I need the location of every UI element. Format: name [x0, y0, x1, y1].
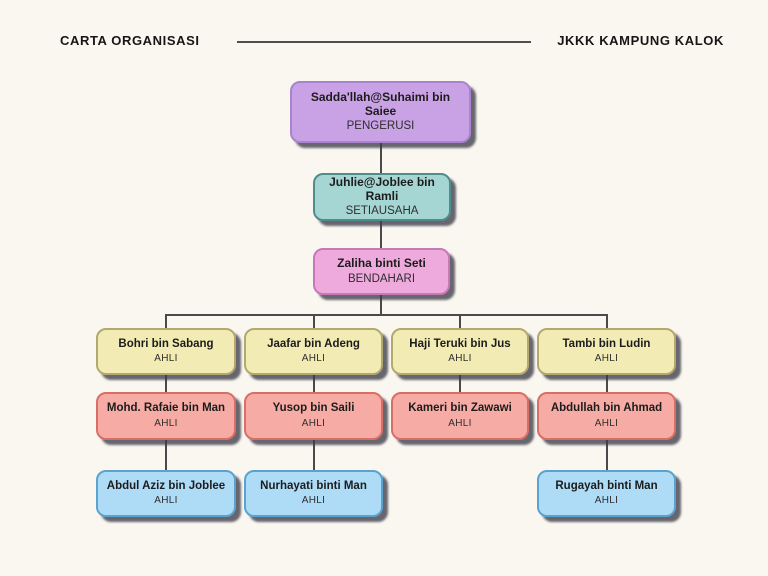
org-node-ahli-8: Abdullah bin Ahmad AHLI [537, 392, 676, 440]
node-name: Nurhayati binti Man [260, 479, 367, 492]
node-name: Kameri bin Zawawi [408, 402, 512, 415]
org-node-ahli-4: Tambi bin Ludin AHLI [537, 328, 676, 375]
node-name: Yusop bin Saili [272, 402, 355, 415]
node-name: Tambi bin Ludin [562, 337, 651, 350]
node-role: BENDAHARI [347, 272, 416, 285]
org-node-ahli-10: Nurhayati binti Man AHLI [244, 470, 383, 517]
node-name: Zaliha binti Seti [337, 256, 426, 271]
org-node-ahli-1: Bohri bin Sabang AHLI [96, 328, 236, 375]
node-role: AHLI [301, 353, 326, 365]
page-title-left: CARTA ORGANISASI [60, 33, 200, 48]
node-role: AHLI [154, 495, 178, 507]
org-node-ahli-5: Mohd. Rafaie bin Man AHLI [96, 392, 236, 440]
connector-line [313, 375, 315, 392]
node-name: Mohd. Rafaie bin Man [106, 402, 226, 415]
node-name: Jaafar bin Adeng [267, 337, 360, 350]
org-node-bendahari: Zaliha binti Seti BENDAHARI [313, 248, 450, 295]
node-name: Bohri bin Sabang [118, 337, 214, 350]
org-node-setiausaha: Juhlie@Joblee bin Ramli SETIAUSAHA [313, 173, 451, 221]
header-divider [237, 41, 531, 43]
node-role: AHLI [154, 353, 178, 365]
connector-line [606, 375, 608, 392]
connector-line [380, 221, 382, 248]
node-role: SETIAUSAHA [345, 205, 419, 218]
node-role: AHLI [594, 417, 619, 429]
node-name: Rugayah binti Man [555, 479, 658, 492]
connector-line [459, 375, 461, 392]
node-role: AHLI [448, 417, 472, 429]
org-node-ahli-3: Haji Teruki bin Jus AHLI [391, 328, 529, 375]
connector-line [165, 314, 167, 328]
node-name: Haji Teruki bin Jus [409, 337, 511, 350]
connector-line [459, 314, 461, 328]
node-role: AHLI [301, 417, 326, 429]
connector-line [165, 375, 167, 392]
node-name: Abdullah bin Ahmad [550, 402, 663, 415]
org-node-ahli-7: Kameri bin Zawawi AHLI [391, 392, 529, 440]
node-name: Sadda'llah@Suhaimi bin Saiee [310, 89, 451, 119]
node-role: AHLI [301, 495, 326, 507]
node-name: Abdul Aziz bin Joblee [106, 479, 226, 492]
org-node-pengerusi: Sadda'llah@Suhaimi bin Saiee PENGERUSI [290, 81, 471, 143]
node-name: Juhlie@Joblee bin Ramli [329, 174, 435, 204]
node-role: AHLI [448, 353, 472, 365]
org-node-ahli-11: Rugayah binti Man AHLI [537, 470, 676, 517]
connector-line [165, 440, 167, 470]
org-node-ahli-2: Jaafar bin Adeng AHLI [244, 328, 383, 375]
node-role: AHLI [594, 353, 619, 365]
node-role: AHLI [154, 417, 178, 429]
connector-line [380, 143, 382, 173]
connector-line [606, 314, 608, 328]
connector-line [313, 440, 315, 470]
org-node-ahli-6: Yusop bin Saili AHLI [244, 392, 383, 440]
connector-line [380, 295, 382, 315]
connector-line [606, 440, 608, 470]
node-role: PENGERUSI [346, 120, 415, 133]
org-node-ahli-9: Abdul Aziz bin Joblee AHLI [96, 470, 236, 517]
page-title-right: JKKK KAMPUNG KALOK [557, 33, 724, 48]
node-role: AHLI [594, 495, 619, 507]
connector-line [313, 314, 315, 328]
connector-line [165, 314, 607, 316]
